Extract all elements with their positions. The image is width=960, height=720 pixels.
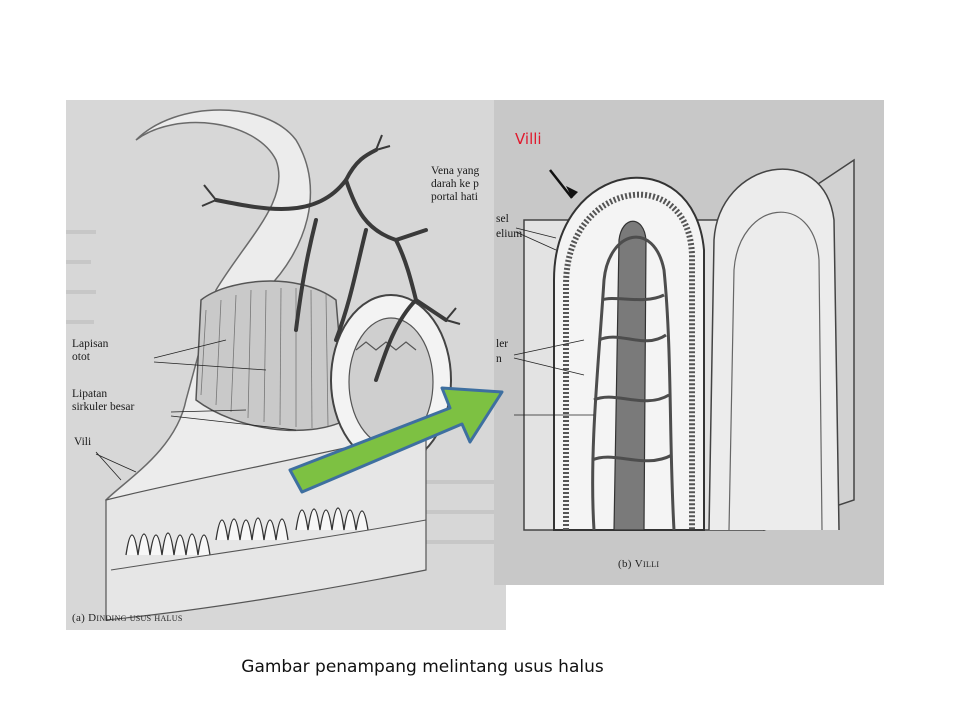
panel-b-caption-text: Villi [634,558,660,570]
label-ler: ler [496,338,509,350]
villi-fingers [125,507,369,556]
villus-left-epithelium [563,191,695,530]
lumen-folds [355,341,417,351]
central-lacteal [613,220,647,531]
label-vena-line-3: portal hati [431,191,478,203]
villus-right [708,168,840,531]
label-lipatan: Lipatan sirkuler besar [72,388,134,414]
panel-a-caption-text: Dinding usus halus [88,612,183,624]
villi-bed [105,429,427,621]
label-vena-line-2: darah ke p [431,178,479,190]
label-lipatan-line-2: sirkuler besar [72,401,135,413]
background-text-lines [66,230,496,544]
panel-a-caption: (a) Dinding usus halus [72,612,183,624]
label-vili: Vili [74,436,92,448]
label-vena-line-1: Vena yang [431,165,480,177]
panel-b-caption: (b) Villi [618,558,659,570]
intestine-wall-illustration: Vena yang darah ke p portal hati Lapisan… [66,100,506,630]
panel-a-caption-prefix: (a) [72,612,86,624]
villus-detail-illustration: sel elium ler n (b) Villi [494,100,884,585]
vessel-branches [201,134,461,325]
muscle-fibres [200,287,329,429]
label-lapisan-line-2: otot [72,351,90,363]
villus-right-inner [728,211,823,531]
label-lipatan-line-1: Lipatan [72,388,108,400]
figure-caption: Gambar penampang melintang usus halus [241,657,604,677]
green-arrow-icon [288,386,504,494]
label-n: n [496,353,502,365]
label-lapisan-line-1: Lapisan [72,338,109,350]
leader-lines [95,339,297,481]
villi-base-layer [110,519,427,571]
villi-pointer [549,169,578,199]
label-vena: Vena yang darah ke p portal hati [431,165,479,204]
zoom-arrow [288,386,504,494]
blood-vessels [214,148,448,382]
villus-detail-drawing [513,158,855,532]
label-lapisan-otot: Lapisan otot [72,338,108,364]
detail-leader-lines [513,227,594,416]
capillary-network [591,235,676,531]
label-elium: elium [496,228,523,240]
villi-annotation: Villi [515,130,542,148]
panel-b-caption-prefix: (b) [618,558,632,570]
label-sel: sel [496,213,509,225]
